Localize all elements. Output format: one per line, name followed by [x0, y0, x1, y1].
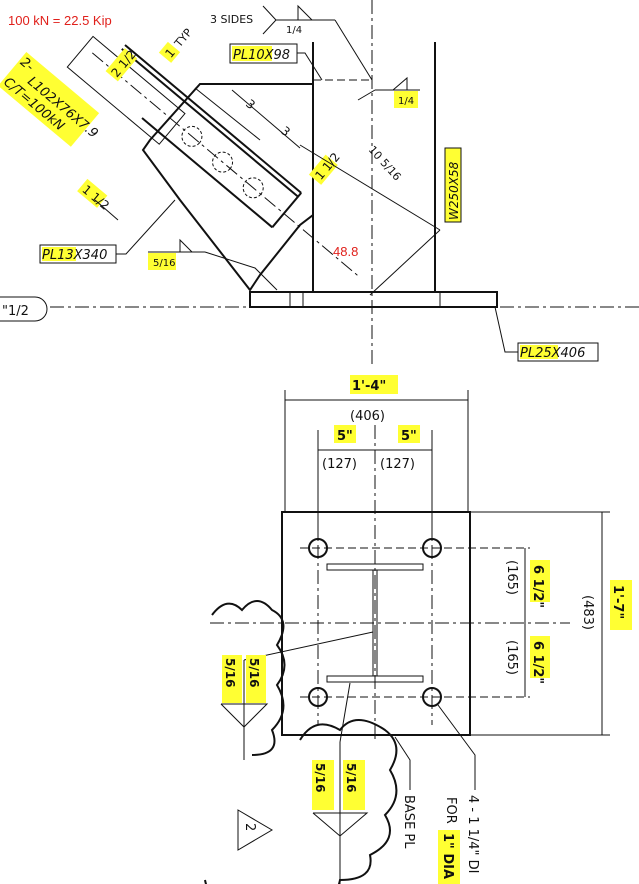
gusset-plate-label: PL13X340 [42, 248, 107, 263]
base-plate [249, 291, 498, 308]
flange-weld-top: 5/16 [344, 763, 358, 792]
dim-edge-left: 1 1/2 [77, 178, 112, 213]
length-note: 48.8 [333, 244, 358, 259]
half-height-bottom-metric: (165) [504, 640, 519, 675]
half-width-right-imperial: 5" [401, 429, 417, 444]
angle-label: 2- L102X76X7.9 C/T=100kN [0, 52, 101, 147]
plan-view: 1'-4" (406) 5" 5" (127) (127) 6 1/2" [204, 375, 632, 884]
revision-triangle [237, 809, 273, 851]
section-tag [0, 296, 48, 322]
stiffener-plate-label: PL10X98 [233, 48, 290, 63]
dim-pitch-2: 3 [278, 124, 293, 140]
dim-diagonal: 10 5/16 [366, 143, 404, 183]
half-width-left-metric: (127) [322, 457, 357, 472]
half-height-top-metric: (165) [504, 560, 519, 595]
revision-cloud [204, 719, 398, 884]
half-width-right-metric: (127) [380, 457, 415, 472]
gusset-plate [141, 83, 314, 292]
overall-height-metric: (483) [580, 595, 595, 630]
overall-width-metric: (406) [350, 409, 385, 424]
overall-width-imperial: 1'-4" [352, 379, 386, 394]
angle-member [66, 35, 361, 279]
dim-typ: 1 TYP [158, 26, 195, 63]
flange-weld-bottom: 5/16 [313, 763, 327, 792]
web-weld-bottom: 5/16 [223, 658, 237, 687]
half-width-left-imperial: 5" [337, 429, 353, 444]
elevation-view: 100 kN = 22.5 Kip 3 SIDES 1/4 PL10X98 [0, 0, 639, 365]
overall-height-imperial: 1'-7" [610, 585, 625, 619]
weld-symbol-web: 5/16 5/16 [220, 631, 374, 760]
holes-for: FOR [443, 797, 458, 824]
base-plate-label: PL25X406 [520, 346, 585, 361]
base-plate-plan-label: BASE PL [401, 795, 416, 849]
holes-dia: 1" DIA [440, 833, 455, 879]
gusset-weld-size: 5/16 [153, 258, 175, 269]
weld-3sides-size: 1/4 [286, 25, 302, 36]
section-tag-text: "1/2 [2, 304, 29, 319]
weld-symbol-flange: 5/16 5/16 [312, 682, 369, 884]
half-height-top-imperial: 6 1/2" [530, 565, 545, 608]
revision-cloud [211, 600, 286, 756]
anchor-hole [308, 687, 328, 707]
column-label-text: W250X58 [447, 161, 461, 220]
conversion-note: 100 kN = 22.5 Kip [8, 13, 112, 28]
weld-3sides-label: 3 SIDES [210, 13, 253, 26]
weld-symbol-3-sides: 3 SIDES 1/4 [210, 4, 373, 81]
column-web [372, 569, 378, 677]
half-height-bottom-imperial: 6 1/2" [530, 641, 545, 684]
weld-symbol-right: 1/4 [357, 76, 420, 108]
anchor-hole [308, 538, 328, 558]
base-plate-tag [517, 342, 599, 362]
holes-label: 4 - 1 1/4" DI [465, 795, 480, 874]
revision-number: 2 [242, 823, 257, 831]
dim-typ-label: TYP [171, 26, 195, 51]
web-weld-top: 5/16 [247, 658, 261, 687]
weld-symbol-gusset: 5/16 [148, 238, 278, 291]
weld-right-size: 1/4 [398, 96, 414, 107]
anchor-hole [422, 687, 442, 707]
column-label: W250X58 [444, 147, 462, 223]
anchor-hole [422, 538, 442, 558]
